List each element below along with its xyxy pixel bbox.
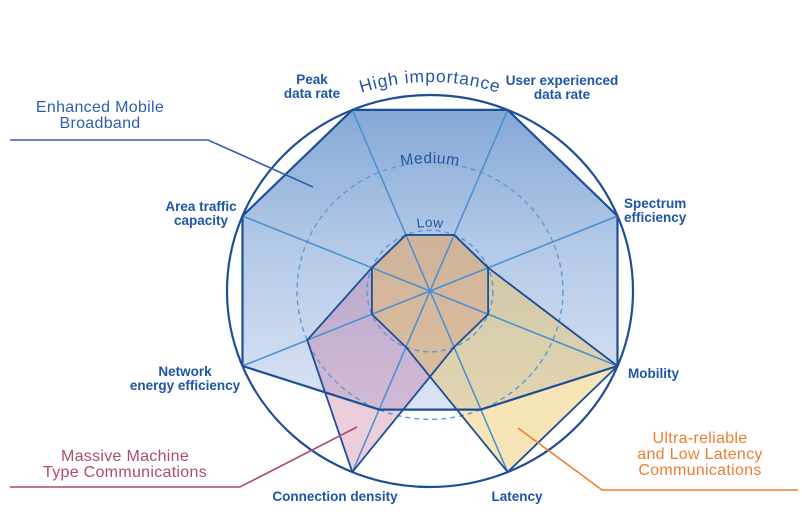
axis-label-user_experienced_data_rate: data rate [534, 87, 591, 102]
axis-label-network_energy_efficiency: energy efficiency [130, 378, 241, 393]
axis-label-peak_data_rate: data rate [284, 86, 341, 101]
axis-spoke-peak_data_rate [351, 109, 431, 292]
axis-spoke-area_traffic_capacity [242, 215, 431, 292]
scenario-label-urllc-line1: Ultra-reliable [652, 430, 748, 447]
scenario-label-urllc-line3: Communications [638, 462, 762, 479]
outer-circle [225, 93, 635, 489]
scenario-label-urllc-line2: and Low Latency [637, 446, 763, 463]
leader-line-mmtc [10, 426, 358, 488]
axis-label-mobility: Mobility [628, 366, 679, 381]
scenario-label-mmtc: Massive Machine Type Communications [10, 449, 240, 481]
scenario-label-mmtc-line1: Massive Machine [60, 448, 190, 465]
leader-line-embb [10, 139, 314, 188]
series-outline-urllc [370, 233, 619, 474]
axis-spoke-spectrum_efficiency [429, 215, 618, 292]
ring-low [366, 229, 494, 353]
series-fill-mmtc [307, 234, 489, 473]
axis-spoke-network_energy_efficiency [242, 290, 431, 367]
ring-label-low: Low [416, 215, 445, 231]
ring-label-medium: Medium [399, 150, 461, 170]
axis-spoke-connection_density [351, 290, 431, 473]
axis-spoke-user_experienced_data_rate [429, 109, 509, 292]
ring-label-high-importance: High importance [357, 66, 504, 97]
axis-label-network_energy_efficiency: Network [158, 364, 212, 379]
axis-spoke-latency [429, 290, 509, 473]
axis-label-area_traffic_capacity: Area traffic [165, 199, 237, 214]
scenario-label-embb-line2: Broadband [59, 115, 141, 132]
scenario-label-embb-line1: Enhanced Mobile [35, 99, 165, 116]
series-fill-embb [242, 109, 618, 410]
axis-spoke-mobility [429, 290, 618, 367]
axis-label-spectrum_efficiency: Spectrum [624, 196, 686, 211]
axis-label-latency: Latency [491, 489, 543, 504]
leader-line-urllc [517, 427, 798, 491]
scenario-label-urllc: Ultra-reliable and Low Latency Communica… [600, 431, 800, 479]
ring-medium [296, 161, 564, 421]
axis-label-peak_data_rate: Peak [296, 72, 328, 87]
series-fill-urllc [371, 234, 618, 473]
axis-label-spectrum_efficiency: efficiency [624, 210, 687, 225]
series-outline-embb [241, 108, 619, 411]
axis-label-area_traffic_capacity: capacity [174, 213, 229, 228]
axis-label-user_experienced_data_rate: User experienced [506, 73, 619, 88]
axis-label-connection_density: Connection density [272, 489, 398, 504]
scenario-label-embb: Enhanced Mobile Broadband [5, 100, 195, 132]
scenario-label-mmtc-line2: Type Communications [43, 464, 207, 481]
